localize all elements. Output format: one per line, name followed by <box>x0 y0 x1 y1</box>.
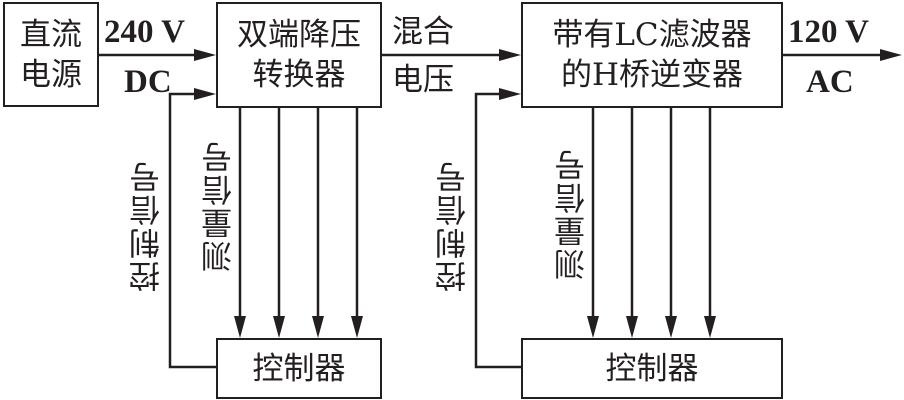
output-type-label: AC <box>806 64 854 100</box>
arrowhead <box>587 316 599 338</box>
output-voltage-label: 120 V <box>788 14 869 50</box>
measure-signal-label-1: 测量信号 <box>202 140 238 272</box>
arrowhead <box>312 316 324 338</box>
controller-block-1: 控制器 <box>216 338 382 399</box>
arrowhead <box>499 49 521 61</box>
controller-block-2: 控制器 <box>521 338 783 399</box>
arrowhead <box>194 49 216 61</box>
arrowhead <box>351 316 363 338</box>
buck-converter-block: 双端降压 转换器 <box>216 2 382 108</box>
arrowhead <box>234 316 246 338</box>
arrowhead <box>626 316 638 338</box>
control-line-2 <box>474 92 521 369</box>
measure-signal-label-2: 测量信号 <box>555 148 591 280</box>
arrowhead <box>499 88 521 100</box>
input-voltage-label: 240 V <box>104 14 185 50</box>
arrowhead <box>704 316 716 338</box>
control-signal-label-2: 控制信号 <box>436 160 472 292</box>
control-line-1 <box>168 92 216 369</box>
arrowhead <box>880 49 902 61</box>
arrowhead <box>665 316 677 338</box>
arrowhead <box>194 88 216 100</box>
dc-source-block: 直流 电源 <box>3 2 99 107</box>
control-signal-label-1: 控制信号 <box>130 160 166 292</box>
mixed-voltage-label-line2: 电压 <box>392 62 454 98</box>
arrowhead <box>273 316 285 338</box>
input-type-label: DC <box>124 64 172 100</box>
inverter-block: 带有LC滤波器 的H桥逆变器 <box>521 2 783 108</box>
mixed-voltage-label-line1: 混合 <box>392 14 454 50</box>
